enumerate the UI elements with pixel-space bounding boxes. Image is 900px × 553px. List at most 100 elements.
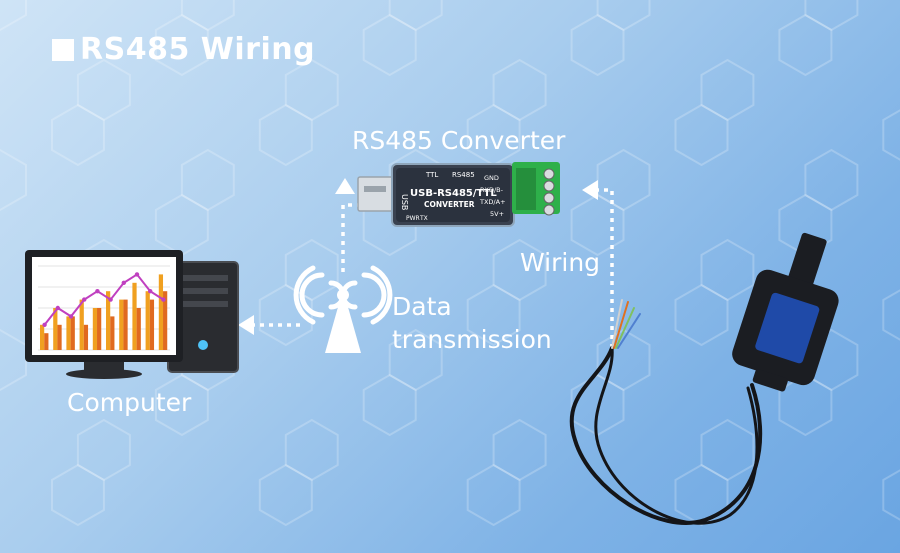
chart-bar xyxy=(119,299,124,350)
converter-name-text: USB-RS485/TTL xyxy=(410,188,497,199)
title-square-icon xyxy=(52,38,74,61)
chart-bar xyxy=(44,333,49,350)
chart-bar xyxy=(123,299,128,350)
hexagon-shape xyxy=(180,148,235,212)
hexagon-shape xyxy=(804,0,859,32)
pin-rxd-text: RXD/B- xyxy=(480,186,504,194)
pin-gnd-text: GND xyxy=(484,174,499,182)
chart-point xyxy=(134,272,140,277)
chart-point xyxy=(95,289,100,294)
hexagon-shape xyxy=(466,103,521,167)
hexagon-shape xyxy=(778,13,833,77)
hexagon-shape xyxy=(258,463,313,527)
hexagon-shape xyxy=(700,238,755,302)
hexagon-shape xyxy=(492,418,547,482)
hexagon-shape xyxy=(388,0,443,32)
monitor-chart xyxy=(38,265,170,351)
chart-bar xyxy=(158,274,164,350)
hexagon-shape xyxy=(51,463,105,527)
rs485-small-text: RS485 xyxy=(452,171,475,179)
hexagon-shape xyxy=(882,289,900,341)
hexagon-shape xyxy=(154,13,209,77)
chart-point xyxy=(68,314,74,319)
hexagon-shape xyxy=(284,58,339,122)
hexagon-shape xyxy=(492,58,547,122)
chart-point xyxy=(42,322,47,327)
computer-label: Computer xyxy=(67,388,192,417)
hexagon-shape xyxy=(700,418,755,482)
pin-txd-text: TXD/A+ xyxy=(479,198,506,206)
hexagon-shape xyxy=(76,418,131,482)
hexagon-shape xyxy=(466,463,521,527)
arrow-head-terminal xyxy=(582,180,598,200)
pin-5v-text: 5V+ xyxy=(490,210,504,218)
hexagon-shape xyxy=(284,418,339,482)
chart-bar xyxy=(136,308,141,350)
pwr-text: PWR xyxy=(406,215,420,222)
usb-text: USB xyxy=(400,194,409,210)
data-label-line1: Data xyxy=(392,292,452,321)
tx-text: TX xyxy=(419,215,428,222)
hexagon-shape xyxy=(154,373,209,437)
hexagon-shape xyxy=(882,109,900,161)
converter-sub-text: CONVERTER xyxy=(424,200,475,209)
hexagon-shape xyxy=(258,103,313,167)
hexagon-shape xyxy=(700,58,755,122)
hexagon-shape xyxy=(388,328,443,392)
hexagon-shape xyxy=(778,193,833,257)
chart-bar xyxy=(83,324,89,350)
chart-bar xyxy=(66,316,71,350)
chart-bar xyxy=(79,299,84,350)
converter-label: RS485 Converter xyxy=(352,126,566,155)
hexagon-shape xyxy=(362,373,417,437)
hexagon-shape xyxy=(0,328,27,392)
chart-bar xyxy=(92,308,98,350)
chart-bar xyxy=(110,316,115,350)
chart-point xyxy=(161,297,166,302)
wiring-label: Wiring xyxy=(520,248,601,277)
chart-point xyxy=(148,289,153,294)
chart-line xyxy=(43,273,164,326)
hexagon-shape xyxy=(674,283,729,347)
chart-point xyxy=(121,280,127,285)
page-title: RS485 Wiring xyxy=(52,32,315,67)
hexagon-shape xyxy=(0,148,27,212)
chart-point xyxy=(55,305,60,311)
chart-point xyxy=(82,297,87,302)
hexagon-shape xyxy=(804,148,859,212)
hexagon-shape xyxy=(882,469,900,521)
hexagon-shape xyxy=(362,13,417,77)
chart-bar xyxy=(163,291,168,350)
hexagon-shape xyxy=(570,13,625,77)
hexagon-shape xyxy=(258,283,313,347)
arrow-head-computer xyxy=(238,315,254,335)
title-text: RS485 Wiring xyxy=(80,32,316,67)
chart-bar xyxy=(145,291,150,350)
hexagon-shape xyxy=(492,238,547,302)
chart-bar xyxy=(70,316,75,350)
hexagon-shape xyxy=(51,103,105,167)
arrow-head-usb xyxy=(335,178,355,194)
chart-bar xyxy=(57,324,62,350)
hexagon-shape xyxy=(596,0,651,32)
hexagon-shape xyxy=(180,0,235,32)
hexagon-shape xyxy=(466,283,521,347)
chart-bar xyxy=(53,308,58,350)
chart-bar xyxy=(149,299,155,350)
hexagon-shape xyxy=(76,58,131,122)
chart-bar xyxy=(132,282,137,350)
data-transmission-label: Data transmission xyxy=(392,290,552,356)
data-label-line2: transmission xyxy=(392,325,552,354)
ttl-text: TTL xyxy=(425,171,438,179)
chart-bar xyxy=(40,324,45,350)
hexagon-shape xyxy=(0,0,27,32)
chart-bar xyxy=(106,291,111,350)
hexagon-shape xyxy=(674,103,729,167)
hexagon-shape xyxy=(154,193,209,257)
chart-bar xyxy=(97,308,102,350)
chart-point xyxy=(108,297,113,302)
